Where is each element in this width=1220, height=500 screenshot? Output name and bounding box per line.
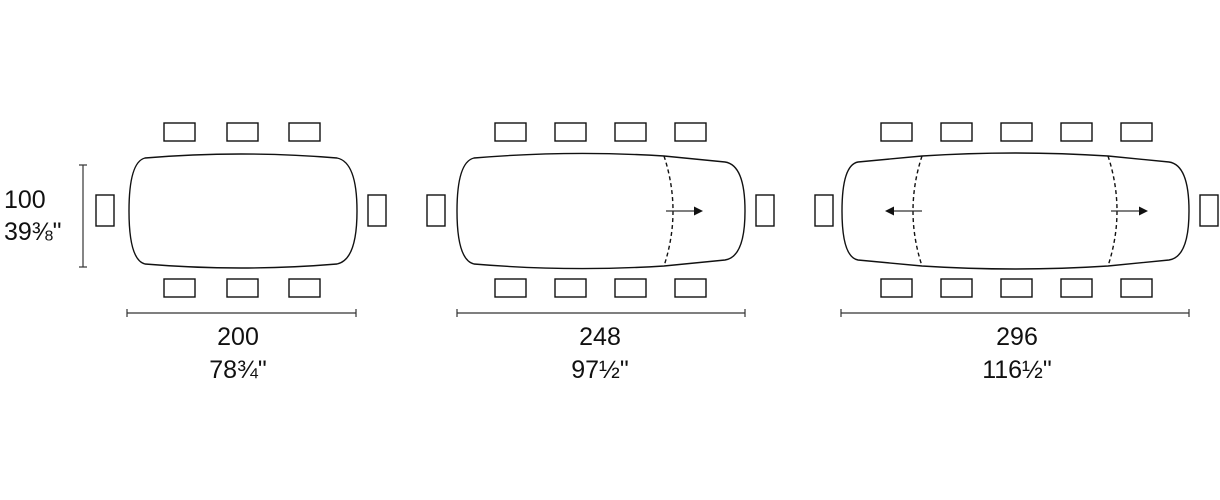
length-cm-label: 296 [996, 323, 1038, 351]
chair-right-end [1199, 194, 1219, 227]
chair [226, 122, 259, 142]
chair [226, 278, 259, 298]
chair-left-end [814, 194, 834, 227]
chair [163, 122, 196, 142]
chairs-top-row [163, 122, 321, 142]
extension-leaf-seam-left [912, 155, 923, 267]
chair-left-end [95, 194, 115, 227]
length-cm-label: 200 [217, 323, 259, 351]
chair [163, 278, 196, 298]
chair [494, 278, 527, 298]
extend-right-arrow-icon [1111, 206, 1148, 216]
chair [674, 122, 707, 142]
chair [554, 122, 587, 142]
height-inch-label: 39⅜" [4, 218, 62, 246]
chair-right-end [367, 194, 387, 227]
chair [880, 278, 913, 298]
table-296-plan: 296 116½" [814, 122, 1219, 384]
chair [614, 278, 647, 298]
chairs-bottom-row [880, 278, 1153, 298]
chair [1120, 122, 1153, 142]
chair [1000, 278, 1033, 298]
extend-left-arrow-icon [885, 206, 922, 216]
height-dimension: 100 39⅜" [4, 164, 87, 268]
extension-leaf-seam-right [1107, 155, 1118, 267]
chair [1120, 278, 1153, 298]
chair [880, 122, 913, 142]
tabletop-outline [841, 152, 1190, 270]
chair [1060, 122, 1093, 142]
length-dimension [840, 309, 1190, 317]
chair [674, 278, 707, 298]
chair [940, 122, 973, 142]
table-200-plan: 200 78¾" [95, 122, 387, 384]
chairs-bottom-row [163, 278, 321, 298]
chair-left-end [426, 194, 446, 227]
length-cm-label: 248 [579, 323, 621, 351]
length-dimension [456, 309, 746, 317]
height-cm-label: 100 [4, 186, 46, 214]
chair [1000, 122, 1033, 142]
length-inch-label: 78¾" [209, 356, 267, 384]
length-inch-label: 97½" [571, 356, 629, 384]
chairs-top-row [494, 122, 707, 142]
chair [554, 278, 587, 298]
chair [288, 278, 321, 298]
chair [288, 122, 321, 142]
chair [614, 122, 647, 142]
chair [494, 122, 527, 142]
chair [1060, 278, 1093, 298]
length-dimension [126, 309, 357, 317]
length-inch-label: 116½" [982, 356, 1052, 384]
chairs-bottom-row [494, 278, 707, 298]
chair [940, 278, 973, 298]
tabletop-outline [128, 153, 358, 269]
tabletop-outline [456, 152, 746, 270]
chair-right-end [755, 194, 775, 227]
table-248-plan: 248 97½" [426, 122, 775, 384]
extension-leaf-seam [663, 155, 674, 267]
extend-right-arrow-icon [666, 206, 703, 216]
chairs-top-row [880, 122, 1153, 142]
